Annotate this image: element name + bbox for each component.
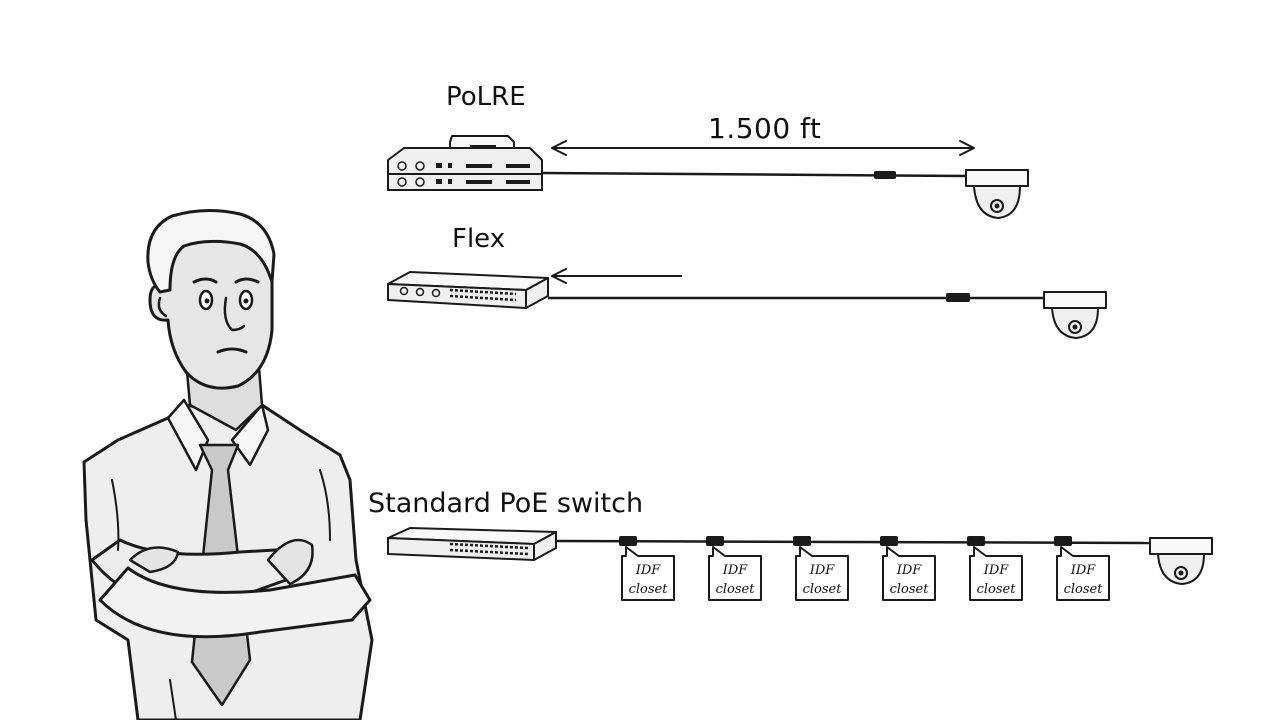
- polre-distance-arrow: [551, 140, 975, 156]
- cable-connector: [880, 536, 898, 546]
- flex-title: Flex: [452, 224, 505, 254]
- polre-row: PoLRE 1.500 ft: [387, 82, 1029, 219]
- closet-label: closet: [629, 582, 669, 597]
- idf-closets: IDF closet IDF closet IDF closet IDF closet IDF c…: [619, 536, 1110, 601]
- shirt-fold-3: [169, 679, 177, 720]
- idf-label: IDF: [1070, 563, 1097, 578]
- shirt-fold-1: [111, 479, 120, 551]
- idf-closet: IDF closet: [706, 536, 762, 601]
- polre-camera-icon: [965, 169, 1029, 219]
- closet-label: closet: [890, 582, 930, 597]
- idf-closet: IDF closet: [967, 536, 1023, 601]
- man-hand-left: [128, 546, 180, 574]
- shirt-fold-2: [319, 469, 331, 541]
- man-collar: [166, 398, 270, 472]
- flex-camera-icon: [1043, 291, 1107, 339]
- man-mouth: [216, 347, 248, 354]
- man-pupil-right: [243, 298, 249, 304]
- polre-title: PoLRE: [446, 82, 526, 112]
- idf-callout-box: [621, 546, 675, 601]
- standard-cable: [555, 539, 1153, 545]
- flex-switch-device: [387, 271, 549, 309]
- idf-callout-box: [708, 546, 762, 601]
- closet-label: closet: [1064, 582, 1104, 597]
- closet-label: closet: [716, 582, 756, 597]
- idf-closet: IDF closet: [793, 536, 849, 601]
- flex-cable-connector: [946, 293, 970, 302]
- polre-switch-stack: [387, 147, 543, 191]
- cable-connector: [793, 536, 811, 546]
- polre-cable: [541, 171, 969, 178]
- man-hair: [146, 208, 276, 294]
- flex-arrow: [551, 268, 682, 284]
- idf-callout-box: [795, 546, 849, 601]
- idf-label: IDF: [635, 563, 662, 578]
- man-hand-right: [266, 538, 314, 586]
- closet-label: closet: [803, 582, 843, 597]
- closet-label: closet: [977, 582, 1017, 597]
- idf-label: IDF: [983, 563, 1010, 578]
- idf-callout-box: [1056, 546, 1110, 601]
- idf-closet: IDF closet: [880, 536, 936, 601]
- man-pupil-left: [204, 298, 210, 304]
- standard-title: Standard PoE switch: [368, 488, 643, 519]
- cable-connector: [706, 536, 724, 546]
- cable-connector: [967, 536, 985, 546]
- man-arm-front: [98, 566, 372, 639]
- standard-switch-device: [387, 527, 557, 561]
- idf-callout-box: [882, 546, 936, 601]
- man-ear: [157, 296, 168, 318]
- flex-row: Flex: [387, 224, 1107, 339]
- standard-camera-icon: [1149, 537, 1213, 585]
- idf-closet: IDF closet: [1054, 536, 1110, 601]
- cable-connector: [1054, 536, 1072, 546]
- idf-label: IDF: [896, 563, 923, 578]
- polre-cable-connector: [874, 171, 896, 179]
- man-nose: [223, 296, 246, 332]
- man-illustration: [82, 208, 374, 720]
- idf-callout-box: [969, 546, 1023, 601]
- idf-closet: IDF closet: [619, 536, 675, 601]
- man-brow-right: [234, 277, 260, 284]
- man-brow-left: [192, 277, 218, 284]
- cable-connector: [619, 536, 637, 546]
- polre-distance-label: 1.500 ft: [708, 112, 821, 145]
- idf-label: IDF: [722, 563, 749, 578]
- standard-row: Standard PoE switch IDFclosetIDFclosetID…: [368, 488, 1213, 601]
- idf-label: IDF: [809, 563, 836, 578]
